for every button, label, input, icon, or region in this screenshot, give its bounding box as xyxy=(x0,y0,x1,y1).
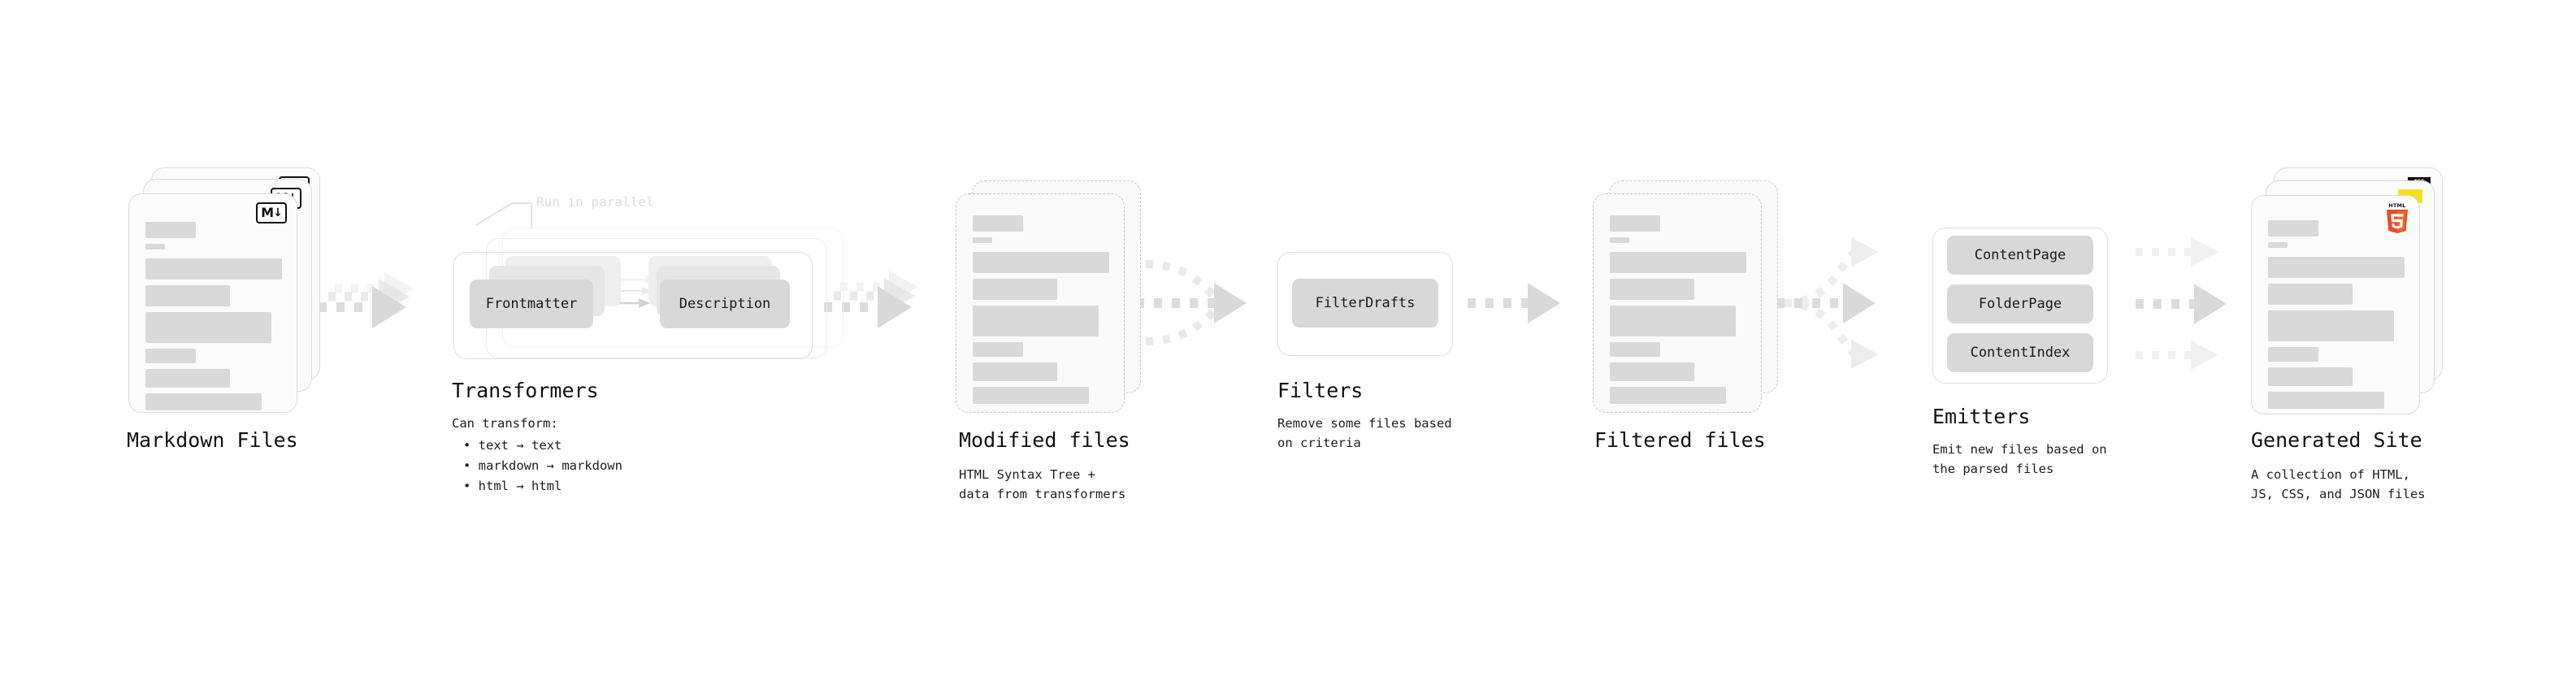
bullet-item: • html → html xyxy=(463,479,562,494)
document-content-bars xyxy=(973,215,1109,410)
content-bar xyxy=(973,362,1058,381)
transformer-chip-frontmatter[interactable]: Frontmatter xyxy=(470,280,593,328)
content-bar xyxy=(145,312,271,343)
content-bar xyxy=(1610,362,1695,381)
document-content-bars xyxy=(1610,215,1746,410)
emitter-chip-contentindex[interactable]: ContentIndex xyxy=(1947,333,2093,372)
content-bar xyxy=(973,279,1058,300)
content-bar xyxy=(1610,387,1726,404)
content-bar xyxy=(2268,284,2353,305)
transformer-chip-description[interactable]: Description xyxy=(660,280,790,328)
content-bar xyxy=(2268,347,2319,362)
markdown-badge-arrow: ↓ xyxy=(273,206,283,219)
arrow-filtered-to-emitters xyxy=(1776,237,1879,369)
arrow-filters-to-filtered xyxy=(1468,283,1560,323)
content-bar xyxy=(145,222,196,238)
bullet-item: • markdown → markdown xyxy=(463,458,622,474)
content-bar xyxy=(973,237,992,243)
svg-text:HTML: HTML xyxy=(2388,202,2405,209)
emitter-chip-contentpage[interactable]: ContentPage xyxy=(1947,236,2093,275)
document-content-bars xyxy=(145,222,282,416)
emitters-frame xyxy=(1932,228,2108,384)
markdown-badge-letter: M xyxy=(261,205,274,220)
bullet-item: • text → text xyxy=(463,438,562,453)
stage-title-modified-files: Modified files xyxy=(959,428,1130,452)
stage-title-markdown-files: Markdown Files xyxy=(127,428,298,452)
content-bar xyxy=(973,215,1023,232)
filter-chip-filterdrafts[interactable]: FilterDrafts xyxy=(1292,279,1438,327)
modified-card-front xyxy=(956,193,1125,413)
run-in-parallel-hint: Run in parallel xyxy=(536,194,654,210)
filtered-card-front xyxy=(1593,193,1762,413)
html5-badge: HTML xyxy=(2387,202,2408,233)
content-bar xyxy=(1610,237,1629,243)
site-card-front: HTML xyxy=(2251,195,2420,414)
content-bar xyxy=(2268,257,2405,278)
transformers-bullets-intro: Can transform: xyxy=(452,416,558,431)
run-in-parallel-leader xyxy=(475,202,533,229)
content-bar xyxy=(2268,310,2394,341)
content-bar xyxy=(2268,242,2288,248)
emitter-chip-folderpage[interactable]: FolderPage xyxy=(1947,284,2093,323)
content-bar xyxy=(1610,279,1695,300)
content-bar xyxy=(973,387,1089,404)
stage-desc-modified-files: HTML Syntax Tree + data from transformer… xyxy=(959,467,1126,502)
content-bar xyxy=(2268,367,2353,386)
arrow-emitters-to-site xyxy=(2136,237,2227,370)
content-bar xyxy=(973,306,1099,336)
transformers-frame-front xyxy=(453,252,813,359)
content-bar xyxy=(1610,306,1736,336)
stage-title-emitters: Emitters xyxy=(1932,405,2031,428)
content-bar xyxy=(145,393,262,410)
content-bar xyxy=(973,342,1024,357)
arrow-markdown-to-transformers xyxy=(319,272,414,328)
content-bar xyxy=(145,369,231,388)
stage-desc-filters: Remove some files based on criteria xyxy=(1277,416,1452,451)
markdown-badge: M↓ xyxy=(256,202,287,223)
arrow-modified-to-filters xyxy=(1136,260,1247,345)
stage-desc-generated-site: A collection of HTML, JS, CSS, and JSON … xyxy=(2251,467,2426,502)
markdown-card-front: M↓ xyxy=(128,193,297,413)
content-bar xyxy=(973,252,1109,273)
content-bar xyxy=(145,349,197,363)
content-bar xyxy=(1610,252,1746,273)
content-bar xyxy=(145,285,231,306)
content-bar xyxy=(2268,220,2318,236)
content-bar xyxy=(145,244,165,249)
document-content-bars xyxy=(2268,220,2405,414)
stage-title-filters: Filters xyxy=(1277,379,1364,402)
stage-title-filtered-files: Filtered files xyxy=(1594,428,1766,452)
content-bar xyxy=(2268,392,2384,409)
stage-title-transformers: Transformers xyxy=(452,379,599,402)
content-bar xyxy=(1610,342,1661,357)
stage-desc-emitters: Emit new files based on the parsed files xyxy=(1932,442,2107,477)
transformers-bullets: • text → text • markdown → markdown • ht… xyxy=(463,436,622,497)
content-bar xyxy=(1610,215,1660,232)
content-bar xyxy=(145,258,282,280)
stage-title-generated-site: Generated Site xyxy=(2251,428,2422,452)
filters-frame xyxy=(1277,252,1453,356)
